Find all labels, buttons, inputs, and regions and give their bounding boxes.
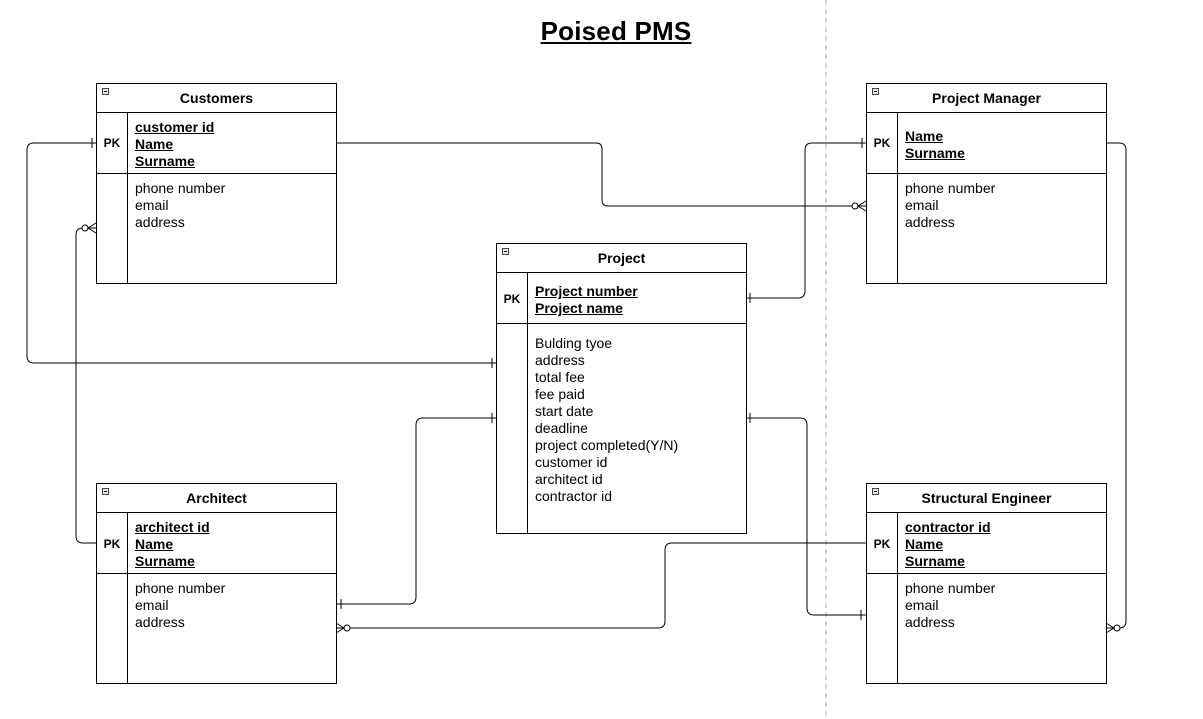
entity-header: Project Manager <box>867 84 1106 113</box>
key-fields: Project number Project name <box>535 283 638 317</box>
attribute-list: phone number email address <box>905 580 995 631</box>
link-engineer-architect <box>336 542 866 629</box>
attribute: phone number <box>905 580 996 596</box>
attribute-list: Bulding tyoe address total fee fee paid … <box>535 335 678 505</box>
link-project-engineer <box>747 417 866 616</box>
entity-header: Structural Engineer <box>867 484 1106 513</box>
end-engineer-circle <box>1113 624 1121 632</box>
link-customers-project <box>26 142 496 364</box>
entity-header: Architect <box>97 484 336 513</box>
key-field: Project number <box>535 283 638 299</box>
attribute: phone number <box>135 180 226 196</box>
key-field: Name <box>135 536 174 552</box>
attribute: email <box>135 597 169 613</box>
entity-customers[interactable]: Customers PK customer id Name Surname ph… <box>96 83 337 284</box>
key-field: Surname <box>905 553 965 569</box>
entity-name: Architect <box>186 490 247 506</box>
attribute: address <box>135 614 185 630</box>
attribute: email <box>905 597 939 613</box>
end-customers-crowsfoot <box>87 222 97 234</box>
key-field: contractor id <box>905 519 991 535</box>
attribute-list: phone number email address <box>905 180 995 231</box>
link-customers-projectmanager <box>336 142 866 207</box>
collapse-icon[interactable] <box>102 88 109 95</box>
entity-project-manager[interactable]: Project Manager PK Name Surname phone nu… <box>866 83 1107 284</box>
collapse-icon[interactable] <box>872 488 879 495</box>
end-projectmanager-crowsfoot <box>857 200 867 212</box>
pk-label: PK <box>103 537 121 551</box>
attribute-list: phone number email address <box>135 580 225 631</box>
attribute: address <box>535 352 585 368</box>
end-architect-circle <box>343 624 351 632</box>
entity-name: Customers <box>179 90 254 106</box>
attribute: address <box>905 214 955 230</box>
attribute: deadline <box>535 420 588 436</box>
attribute: address <box>135 214 185 230</box>
pk-label: PK <box>503 292 521 306</box>
diagram-title: Poised PMS <box>540 16 692 46</box>
key-field: Name <box>135 136 174 152</box>
link-architect-project <box>336 417 496 605</box>
collapse-icon[interactable] <box>502 248 509 255</box>
attribute-list: phone number email address <box>135 180 225 231</box>
pk-label: PK <box>873 537 891 551</box>
attribute: contractor id <box>535 488 613 504</box>
entity-header: Project <box>497 244 746 273</box>
attribute: Bulding tyoe <box>535 335 613 351</box>
entity-name: Structural Engineer <box>921 490 1052 506</box>
attribute: start date <box>535 403 594 419</box>
attribute: address <box>905 614 955 630</box>
end-architect-crowsfoot <box>335 622 345 634</box>
entity-architect[interactable]: Architect PK architect id Name Surname p… <box>96 483 337 684</box>
attribute: total fee <box>535 369 585 385</box>
end-engineer-crowsfoot <box>1105 622 1115 634</box>
pk-label: PK <box>873 136 891 150</box>
key-field: architect id <box>135 519 210 535</box>
key-fields: contractor id Name Surname <box>905 519 991 570</box>
key-field: Surname <box>905 145 965 161</box>
end-projectmanager-circle <box>851 202 859 210</box>
key-field: Surname <box>135 553 195 569</box>
entity-name: Project <box>597 250 646 266</box>
end-customers-circle <box>81 224 89 232</box>
key-fields: architect id Name Surname <box>135 519 210 570</box>
key-field: Name <box>905 536 944 552</box>
entity-header: Customers <box>97 84 336 113</box>
entity-structural-engineer[interactable]: Structural Engineer PK contractor id Nam… <box>866 483 1107 684</box>
link-projectmanager-engineer <box>1106 142 1127 629</box>
key-field: Project name <box>535 300 623 316</box>
entity-project[interactable]: Project PK Project number Project name B… <box>496 243 747 534</box>
attribute: email <box>135 197 169 213</box>
pk-label: PK <box>103 136 121 150</box>
attribute: phone number <box>905 180 996 196</box>
attribute: architect id <box>535 471 603 487</box>
attribute: customer id <box>535 454 608 470</box>
link-projectmanager-project <box>747 142 866 299</box>
attribute: project completed(Y/N) <box>535 437 679 453</box>
attribute: email <box>905 197 939 213</box>
collapse-icon[interactable] <box>102 488 109 495</box>
attribute: fee paid <box>535 386 585 402</box>
key-field: Surname <box>135 153 195 169</box>
key-field: customer id <box>135 119 215 135</box>
key-field: Name <box>905 128 944 144</box>
key-fields: customer id Name Surname <box>135 119 214 170</box>
entity-name: Project Manager <box>932 90 1041 106</box>
attribute: phone number <box>135 580 226 596</box>
link-architect-customers <box>75 227 96 544</box>
collapse-icon[interactable] <box>872 88 879 95</box>
key-fields: Name Surname <box>905 128 965 162</box>
